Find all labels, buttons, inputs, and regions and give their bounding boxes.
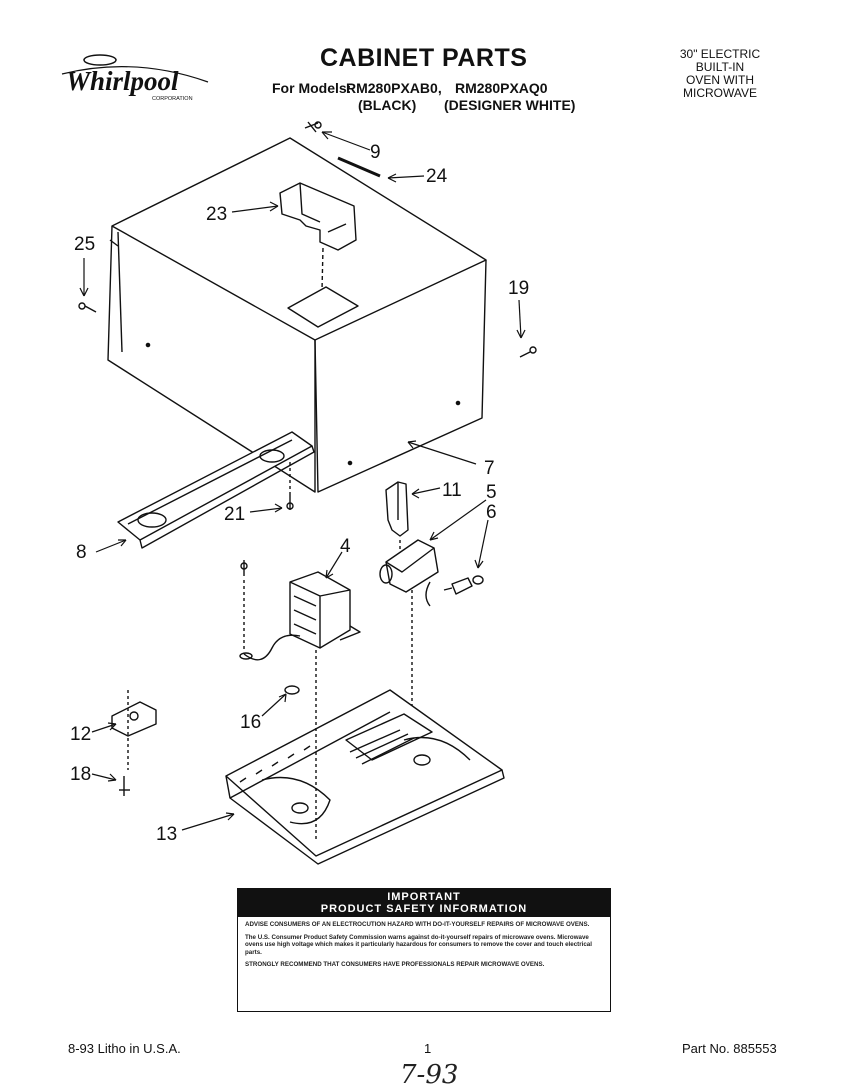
diode-6	[425, 575, 484, 607]
product-type: 30" ELECTRIC BUILT-IN OVEN WITH MICROWAV…	[660, 48, 780, 100]
color-b: (DESIGNER WHITE)	[444, 97, 576, 113]
callout-16: 16	[240, 712, 261, 733]
bracket-11	[385, 481, 409, 537]
callout-21: 21	[224, 504, 245, 525]
callout-13: 13	[156, 824, 177, 845]
callout-leaders	[79, 131, 526, 831]
brand-name: Whirlpool	[66, 66, 179, 96]
product-type-line: BUILT-IN	[695, 60, 745, 74]
product-type-line: MICROWAVE	[683, 86, 757, 100]
rail-8	[117, 431, 315, 549]
callout-12: 12	[70, 724, 91, 745]
safety-notice-heading: IMPORTANT PRODUCT SAFETY INFORMATION	[238, 889, 610, 917]
notice-heading-title: PRODUCT SAFETY INFORMATION	[320, 903, 528, 915]
safety-notice-body: ADVISE CONSUMERS OF AN ELECTROCUTION HAZ…	[238, 917, 610, 978]
bracket-23	[279, 182, 357, 251]
handwritten-note: 7-93	[400, 1060, 459, 1090]
screw-21-lower	[240, 560, 248, 576]
callout-6: 6	[486, 502, 497, 523]
models-label: For Models:	[272, 80, 352, 96]
capacitor-5	[379, 539, 439, 593]
cabinet-wrapper	[107, 137, 487, 493]
transformer-4	[289, 571, 361, 649]
product-type-line: OVEN WITH	[686, 73, 754, 87]
callout-11: 11	[442, 480, 462, 501]
base-tray-13	[225, 689, 505, 865]
notice-heading-important: IMPORTANT	[387, 891, 461, 903]
callout-24: 24	[426, 166, 448, 187]
callout-19: 19	[508, 278, 529, 299]
safety-notice: IMPORTANT PRODUCT SAFETY INFORMATION ADV…	[237, 888, 611, 1012]
washer-16	[284, 685, 300, 695]
print-date: 8-93 Litho in U.S.A.	[68, 1041, 181, 1056]
screw-19	[519, 346, 537, 358]
callout-23: 23	[206, 204, 227, 225]
page-number: 1	[424, 1041, 432, 1056]
notice-paragraph: STRONGLY RECOMMEND THAT CONSUMERS HAVE P…	[245, 961, 545, 969]
callout-5: 5	[486, 482, 497, 503]
callout-4: 4	[340, 536, 351, 557]
screw-25	[78, 302, 97, 313]
callout-9: 9	[370, 142, 381, 163]
whirlpool-logo: Whirlpool CORPORATION	[61, 54, 209, 102]
bracket-12	[111, 701, 157, 737]
part-number: Part No. 885553	[682, 1041, 777, 1056]
brand-sub: CORPORATION	[152, 96, 193, 102]
screw-9	[304, 121, 322, 133]
callout-25: 25	[74, 234, 95, 255]
callout-18: 18	[70, 764, 91, 785]
callout-7: 7	[484, 458, 495, 479]
notice-paragraph: ADVISE CONSUMERS OF AN ELECTROCUTION HAZ…	[245, 921, 590, 928]
callout-8: 8	[76, 542, 87, 563]
screw-21-upper	[286, 492, 294, 510]
model-b: RM280PXAQ0	[455, 80, 548, 96]
insulation-strip-24	[337, 156, 381, 178]
product-type-line: 30" ELECTRIC	[679, 47, 761, 61]
notice-paragraph: The U.S. Consumer Product Safety Commiss…	[245, 933, 592, 956]
color-a: (BLACK)	[358, 97, 417, 113]
model-a: RM280PXAB0,	[346, 80, 442, 96]
page-title: CABINET PARTS	[320, 44, 528, 72]
screw-18	[119, 776, 130, 796]
